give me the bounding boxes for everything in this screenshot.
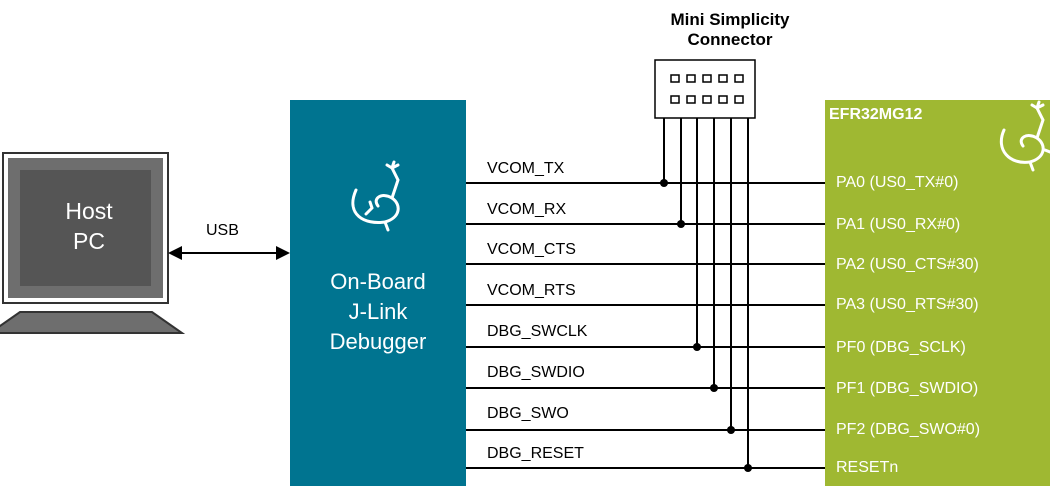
signal-label: DBG_RESET (487, 445, 584, 462)
signal-label: VCOM_TX (487, 160, 565, 177)
mcu-pin-label: RESETn (836, 459, 899, 476)
mcu-pin-label: PF2 (DBG_SWO#0) (836, 421, 981, 438)
debugger-label-line3: Debugger (329, 329, 427, 354)
host-pc-label-line2: PC (73, 228, 105, 254)
connector-title-line1: Mini Simplicity (670, 10, 790, 29)
signal-lines (466, 182, 825, 469)
debugger-label-line2: J-Link (348, 299, 408, 324)
gecko-logo-mcu-icon (999, 100, 1050, 172)
signal-label: DBG_SWO (487, 405, 569, 422)
mcu-block (825, 100, 1050, 486)
connector-title-line2: Connector (687, 30, 773, 49)
signal-label: VCOM_RTS (487, 282, 576, 299)
junction-dots (660, 179, 752, 472)
mcu-pin-label: PA1 (US0_RX#0) (836, 216, 961, 233)
mcu-pin-label: PA0 (US0_TX#0) (836, 174, 959, 191)
gecko-logo-icon (351, 160, 400, 232)
debugger-block (290, 100, 466, 486)
debugger-label-line1: On-Board (330, 269, 426, 294)
signal-label: DBG_SWDIO (487, 364, 585, 381)
mcu-pin-label: PA2 (US0_CTS#30) (836, 256, 979, 273)
mcu-pin-label: PF1 (DBG_SWDIO) (836, 380, 979, 397)
usb-arrow (168, 246, 290, 260)
usb-label: USB (206, 222, 239, 239)
mcu-pin-label: PF0 (DBG_SCLK) (836, 339, 966, 356)
signal-label: DBG_SWCLK (487, 323, 588, 340)
signal-label: VCOM_CTS (487, 241, 576, 258)
connector-title: Mini Simplicity Connector (600, 10, 860, 50)
mcu-pin-label: PA3 (US0_RTS#30) (836, 296, 979, 313)
mini-simplicity-connector (654, 59, 756, 119)
signal-label: VCOM_RX (487, 201, 567, 218)
host-pc-label-line1: Host (65, 198, 113, 224)
mcu-title: EFR32MG12 (829, 106, 923, 123)
host-pc-icon (0, 152, 186, 334)
connector-wires (663, 118, 749, 468)
